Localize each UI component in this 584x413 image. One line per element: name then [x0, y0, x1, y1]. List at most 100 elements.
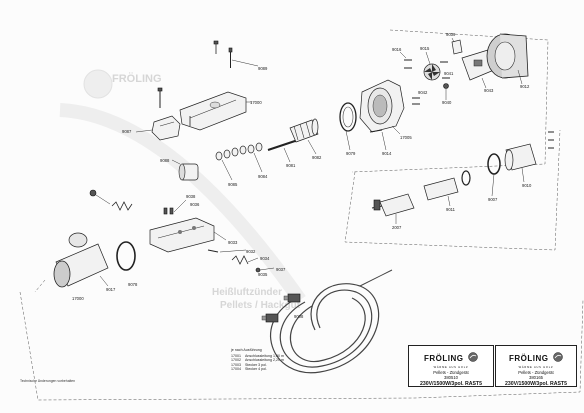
- part-9032-clips: [163, 199, 187, 215]
- assembly-frame-bottom: [19, 291, 584, 401]
- part-9078-nozzle: [53, 232, 136, 288]
- title-specs: 230V/1500W/3pol. RAST5: [505, 381, 567, 387]
- part-9087-clamp: [135, 115, 181, 141]
- label-9033: 9033: [228, 240, 238, 245]
- title-product: Pellets - Zündgerät: [518, 370, 554, 375]
- part-9042-screws: [412, 97, 420, 105]
- label-9087: 9087: [122, 129, 132, 134]
- label-9084: 9084: [258, 174, 268, 179]
- label-17000: 17000: [250, 100, 262, 105]
- label-9088: 9088: [160, 158, 170, 163]
- title-brand: FRÖLING: [509, 354, 549, 363]
- label-9007: 9007: [488, 197, 498, 202]
- label-9012: 9012: [520, 84, 530, 89]
- part-9085-washers: [215, 142, 263, 181]
- label-9014: 9014: [382, 151, 392, 156]
- part-9011-sleeve: [423, 177, 459, 207]
- label-9032: 9032: [246, 249, 256, 254]
- part-9039-bracket: [451, 37, 463, 55]
- part-17000-cable: [270, 269, 393, 374]
- title-article-number: 380510: [444, 375, 458, 380]
- part-9010-tube: [504, 143, 537, 183]
- label-9085: 9085: [228, 182, 238, 187]
- part-9016-screw: [399, 51, 412, 69]
- title-brand: FRÖLING: [424, 354, 464, 363]
- label-9010: 9010: [522, 183, 532, 188]
- watermark-line2: Pellets / Hackgut: [220, 300, 301, 311]
- label-9079: 9079: [346, 151, 356, 156]
- part-9035-spring: [231, 255, 259, 265]
- part-screws-9012: [548, 131, 554, 149]
- part-9014-screw: [369, 129, 387, 151]
- label-9035: 9035: [258, 272, 268, 277]
- label-9089: 9089: [258, 66, 268, 71]
- label-9041: 9041: [444, 71, 454, 76]
- assembly-frame-top-right: [351, 29, 549, 173]
- title-article-number: 380165: [529, 375, 543, 380]
- label-9043: 9043: [484, 88, 494, 93]
- title-block-380165: FRÖLING WÄRME AUS HOLZ Pellets - Zündger…: [495, 345, 577, 387]
- part-9037-screw: [255, 267, 275, 273]
- label-9015: 9015: [420, 46, 430, 51]
- label-9016: 9016: [392, 47, 402, 52]
- label-9082: 9082: [312, 155, 322, 160]
- watermark-brand: FRÖLING: [112, 73, 162, 85]
- part-9041-screw: [440, 61, 450, 79]
- part-screw-left: [89, 189, 111, 205]
- part-2007-heating-element: [371, 193, 415, 224]
- label-9078: 9078: [128, 282, 138, 287]
- label-9040: 9040: [442, 100, 452, 105]
- watermark-logo-icon: [83, 69, 113, 99]
- label-9039: 9039: [446, 32, 456, 37]
- label-9036: 9036: [190, 202, 200, 207]
- footnote: Technische Änderungen vorbehalten: [20, 379, 76, 383]
- part-9012-blower-housing: [486, 33, 529, 85]
- label-9034: 9034: [260, 256, 270, 261]
- part-ring-small: [461, 170, 471, 186]
- label-9081: 9081: [286, 163, 296, 168]
- part-connector-plug-1: [283, 293, 301, 303]
- part-9015-fan: [423, 51, 441, 81]
- part-connector-plug-2: [261, 313, 279, 323]
- part-9033-lower-housing: [149, 217, 227, 253]
- part-screw-top: [213, 40, 219, 54]
- froling-logo-icon: [468, 352, 478, 362]
- part-screws-17000: [157, 87, 191, 126]
- part-9007-ring: [487, 153, 501, 197]
- part-17000-upper-housing: [179, 91, 252, 131]
- title-product: Pellets - Zündgerät: [433, 370, 469, 375]
- legend-heading: je nach Ausführung: [231, 348, 262, 352]
- label-9037: 9037: [276, 267, 286, 272]
- label-9011: 9011: [446, 207, 456, 212]
- part-17005-motor-housing: [359, 79, 405, 135]
- label-9017: 9017: [106, 287, 116, 292]
- part-spring: [111, 201, 133, 211]
- title-block-380510: FRÖLING WÄRME AUS HOLZ Pellets - Zündger…: [408, 345, 494, 387]
- title-tagline: WÄRME AUS HOLZ: [433, 366, 469, 369]
- label-9042: 9042: [418, 90, 428, 95]
- assembly-frame-mid-right: [344, 129, 561, 251]
- watermark-swoosh-icon: [59, 103, 306, 305]
- label-2007: 2007: [392, 225, 402, 230]
- watermark-line1: Heißluftzünder: [212, 287, 282, 298]
- title-specs: 230V/1500W/3pol. RAST5: [420, 381, 482, 387]
- part-9088-sleeve: [171, 159, 199, 181]
- title-tagline: WÄRME AUS HOLZ: [518, 366, 554, 369]
- part-9040-nut: [443, 83, 449, 100]
- part-9079-ring: [339, 102, 357, 151]
- part-9038-screw: [207, 249, 247, 253]
- label-17000-cable: 17000: [72, 296, 84, 301]
- label-9038: 9038: [186, 194, 196, 199]
- part-9089-screw: [228, 47, 259, 68]
- part-9082-rotor: [289, 118, 319, 155]
- label-17005: 17005: [400, 135, 412, 140]
- label-9008: 9008: [294, 314, 304, 319]
